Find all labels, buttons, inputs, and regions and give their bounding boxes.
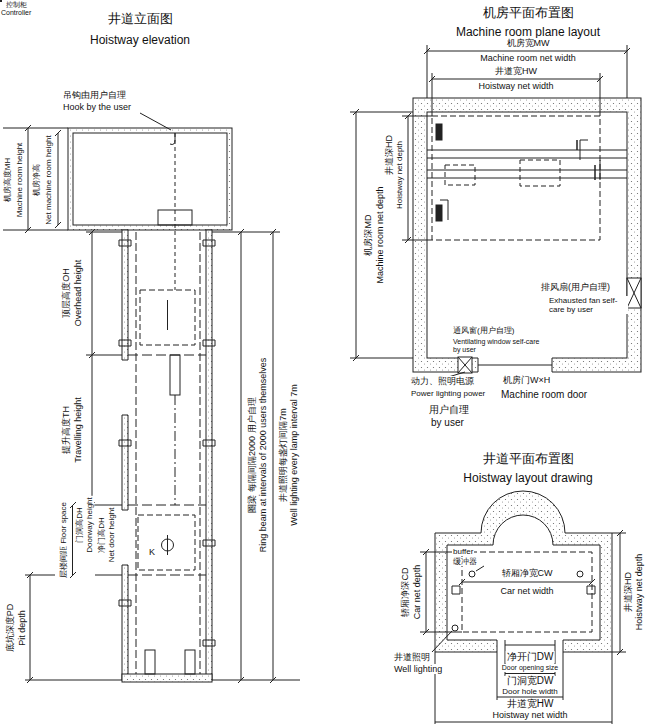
dimension-label: 井道深HD bbox=[623, 571, 633, 613]
controller-label: 控制柜 bbox=[1, 1, 31, 9]
dimension-label: 井道宽HW bbox=[506, 698, 555, 710]
note-label: 圈梁 每隔间隔2000 用户自理 bbox=[247, 396, 257, 513]
dimension-label: Hoistway net depth bbox=[634, 553, 644, 632]
note-label: 排风扇(用户自理) bbox=[540, 282, 611, 292]
dimension-label: Car net width bbox=[499, 586, 554, 596]
section-title: 井道立面图 bbox=[107, 12, 174, 27]
note-label: by user bbox=[430, 417, 465, 429]
section-title: 井道平面布置图 bbox=[482, 452, 575, 467]
dimension-label: Net door height bbox=[107, 507, 116, 564]
dimension-label: 机房深MD bbox=[363, 214, 373, 257]
dimension-label: Door hole width bbox=[501, 687, 559, 696]
controller-label: Controller bbox=[1, 9, 31, 17]
part-label: Well lighting bbox=[393, 664, 443, 674]
dimension-label: 门洞宽DW bbox=[506, 675, 555, 687]
note-label: 用户自理 bbox=[428, 404, 470, 416]
dimension-label: Travelling height bbox=[73, 396, 83, 464]
dimension-label: Overhead height bbox=[73, 259, 83, 328]
dimension-label: 层楼间距 Floor space bbox=[59, 501, 68, 579]
dimension-label: 井道宽HW bbox=[494, 66, 538, 76]
dimension-label: 机房门W×H bbox=[502, 375, 551, 385]
note-label: Well lighting every lamp interval 7m bbox=[289, 383, 299, 526]
note-label: 通风窗(用户自理) bbox=[452, 326, 515, 335]
dimension-label: Doorway height bbox=[85, 496, 94, 554]
dimension-label: 轿厢净宽CW bbox=[501, 568, 554, 578]
dimension-label: 顶层高度OH bbox=[61, 267, 71, 319]
dimension-label: Hoistway net width bbox=[491, 710, 568, 720]
dimension-label: Machine room net depth bbox=[375, 185, 385, 284]
note-label: Hook by the user bbox=[62, 102, 132, 112]
note-label: 吊钩由用户自理 bbox=[62, 90, 127, 100]
dimension-label: 门洞高DH bbox=[75, 506, 84, 544]
dimension-label: 井道深HD bbox=[384, 134, 394, 176]
dimension-label: Pit depth bbox=[17, 609, 27, 647]
dimension-label: Door opening size bbox=[501, 664, 559, 672]
dimension-label: 机房高度MH bbox=[3, 157, 12, 203]
section-title: Hoistway elevation bbox=[89, 34, 191, 48]
dimension-label: Machine room height bbox=[15, 142, 24, 219]
note-label: Power lighting power bbox=[410, 389, 486, 398]
dimension-label: 轿厢净深CD bbox=[400, 567, 410, 618]
dimension-label: 净门高DH bbox=[97, 516, 106, 554]
callout-letter: K bbox=[148, 547, 156, 557]
note-label: Ventilating window self-care by user bbox=[452, 338, 542, 354]
dimension-label: 机房宽MW bbox=[506, 38, 551, 48]
note-label: 井道照明每盏灯间隔7m bbox=[278, 407, 288, 503]
dimension-label: Net machine room height bbox=[44, 134, 53, 225]
dimension-label: 机房净高 bbox=[32, 163, 41, 197]
dimension-label: 净开门DW bbox=[506, 651, 555, 663]
note-label: Ring beam at intervals of 2000 users the… bbox=[258, 357, 268, 554]
dimension-label: 底坑深度PD bbox=[5, 603, 15, 654]
dimension-label: Machine room door bbox=[500, 389, 588, 401]
dimension-label: Car net depth bbox=[412, 564, 422, 621]
dimension-label: Hoistway net width bbox=[477, 81, 554, 91]
section-title: Hoistway layout drawing bbox=[462, 472, 593, 486]
note-label: Exhausted fan self-care by user bbox=[548, 296, 628, 314]
dimension-label: Hoistway net depth bbox=[395, 140, 404, 210]
note-label: 动力、照明电源 bbox=[410, 376, 475, 386]
section-title: 机房平面布置图 bbox=[482, 6, 575, 21]
part-label: 井道照明 bbox=[393, 652, 431, 662]
dimension-label: Machine room net width bbox=[479, 53, 577, 63]
controller-text: 控制柜Controller bbox=[1, 1, 31, 17]
controller-box: 控制柜Controller bbox=[0, 0, 2, 2]
part-label: 缓冲器 bbox=[452, 557, 478, 566]
dimension-label: 提升高度TH bbox=[61, 405, 71, 455]
part-label: buffer bbox=[452, 547, 474, 556]
